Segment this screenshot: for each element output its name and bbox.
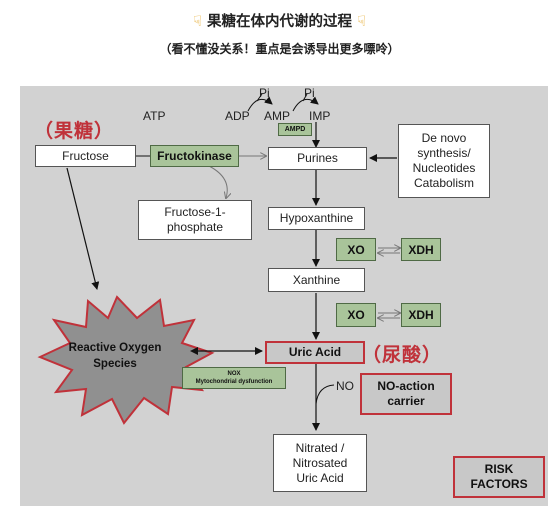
title-text: 果糖在体内代谢的过程 — [207, 14, 352, 30]
nox-line2: Mytochondrial dysfunction — [195, 379, 273, 385]
nox-enzyme: NOX Mytochondrial dysfunction — [182, 367, 286, 389]
no-action-carrier-box: NO-action carrier — [360, 373, 452, 415]
fructose-1-phosphate-box: Fructose-1-phosphate — [138, 200, 252, 240]
xdh-enzyme-2: XDH — [401, 303, 441, 327]
hypoxanthine-box: Hypoxanthine — [268, 207, 365, 230]
fructose-box: Fructose — [35, 145, 136, 167]
xdh-enzyme-1: XDH — [401, 238, 441, 261]
de-novo-box: De novo synthesis/ Nucleotides Catabolis… — [398, 124, 490, 198]
page-title: ☟ 果糖在体内代谢的过程 ☟ — [0, 10, 559, 31]
subtitle: （看不懂没关系！重点是会诱导出更多嘌呤） — [159, 42, 400, 56]
risk-factors-legend: RISK FACTORS — [453, 456, 545, 498]
xo-enzyme-1: XO — [336, 238, 376, 261]
pointing-hand-icon: ☟ — [357, 14, 366, 30]
amp-label: AMP — [264, 109, 291, 123]
ros-label: Reactive Oxygen Species — [68, 342, 162, 370]
uric-acid-box: Uric Acid — [265, 341, 365, 364]
adp-amp-arc — [247, 96, 273, 112]
fructokinase-to-f1p-arrow — [208, 165, 227, 198]
fructokinase-enzyme: Fructokinase — [150, 145, 239, 167]
nox-line1: NOX — [227, 371, 241, 377]
xo-enzyme-2: XO — [336, 303, 376, 327]
cn-fructose-label: （果糖） — [34, 120, 115, 142]
pi-label-2: Pi — [304, 86, 315, 100]
pointing-hand-icon: ☟ — [193, 14, 202, 30]
adp-label: ADP — [225, 109, 250, 123]
purines-box: Purines — [268, 147, 367, 170]
no-label: NO — [336, 379, 354, 393]
ros-starburst — [37, 295, 215, 425]
no-branch-curve — [315, 384, 335, 405]
nitrated-uric-acid-box: Nitrated / Nitrosated Uric Acid — [273, 434, 367, 492]
fructose-to-ros-arrow — [66, 167, 100, 290]
ampd-enzyme: AMPD — [278, 123, 312, 136]
cn-uric-acid-label: （尿酸） — [362, 344, 443, 366]
xanthine-box: Xanthine — [268, 268, 365, 292]
atp-label: ATP — [143, 109, 166, 123]
imp-label: IMP — [309, 109, 331, 123]
pi-label-1: Pi — [259, 86, 270, 100]
